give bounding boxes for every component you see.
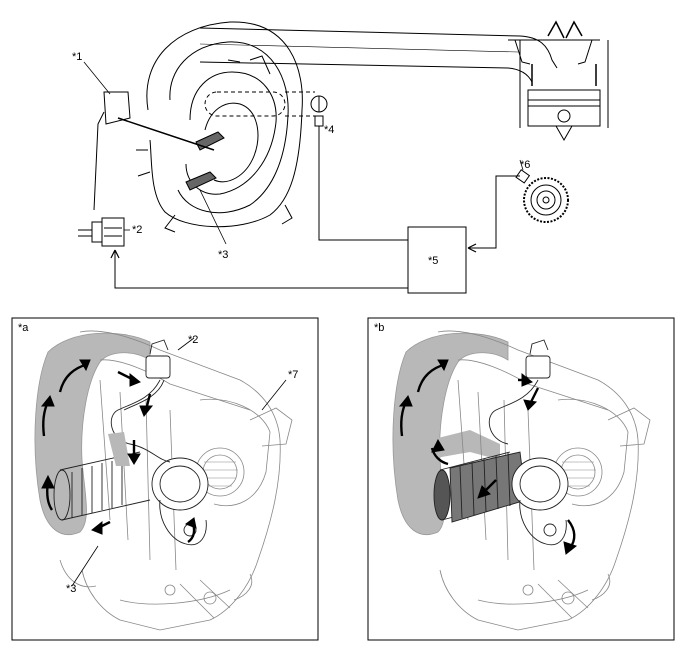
vsv-valve xyxy=(78,217,125,247)
control-valve-lower xyxy=(185,171,217,191)
wire-crank-ecm xyxy=(468,175,520,249)
callout-3: *3 xyxy=(218,249,228,261)
panel-a: *a xyxy=(11,317,319,641)
callout-4: *4 xyxy=(324,124,334,136)
intake-plenum xyxy=(136,21,303,233)
intake-runner xyxy=(199,27,558,83)
panel-b-label: *b xyxy=(374,322,384,334)
engine-cylinder xyxy=(508,20,609,142)
flow-arrows-a xyxy=(40,359,197,543)
valve-shaft-dashed xyxy=(204,91,286,117)
panel-a-callout-3: *3 xyxy=(66,583,76,595)
callout-2: *2 xyxy=(132,224,142,236)
manifold-b xyxy=(392,330,651,631)
panel-a-callout-2: *2 xyxy=(188,334,198,346)
panel-a-label: *a xyxy=(18,322,29,334)
callout-5: *5 xyxy=(428,255,438,267)
callout-6: *6 xyxy=(520,159,530,171)
control-valve-upper xyxy=(195,131,225,151)
flow-arrows-b xyxy=(398,359,578,555)
wire-sensor-ecm xyxy=(318,126,408,241)
wire-ecm-vsv xyxy=(114,250,408,289)
panel-b: *b xyxy=(367,317,675,641)
callout-1: *1 xyxy=(72,51,82,63)
top-schematic xyxy=(78,20,609,294)
vacuum-actuator xyxy=(93,91,215,211)
position-sensor xyxy=(310,95,328,127)
ecm-box xyxy=(407,226,467,294)
panel-a-callout-7: *7 xyxy=(288,369,298,381)
crank-position-sensor xyxy=(515,169,569,223)
